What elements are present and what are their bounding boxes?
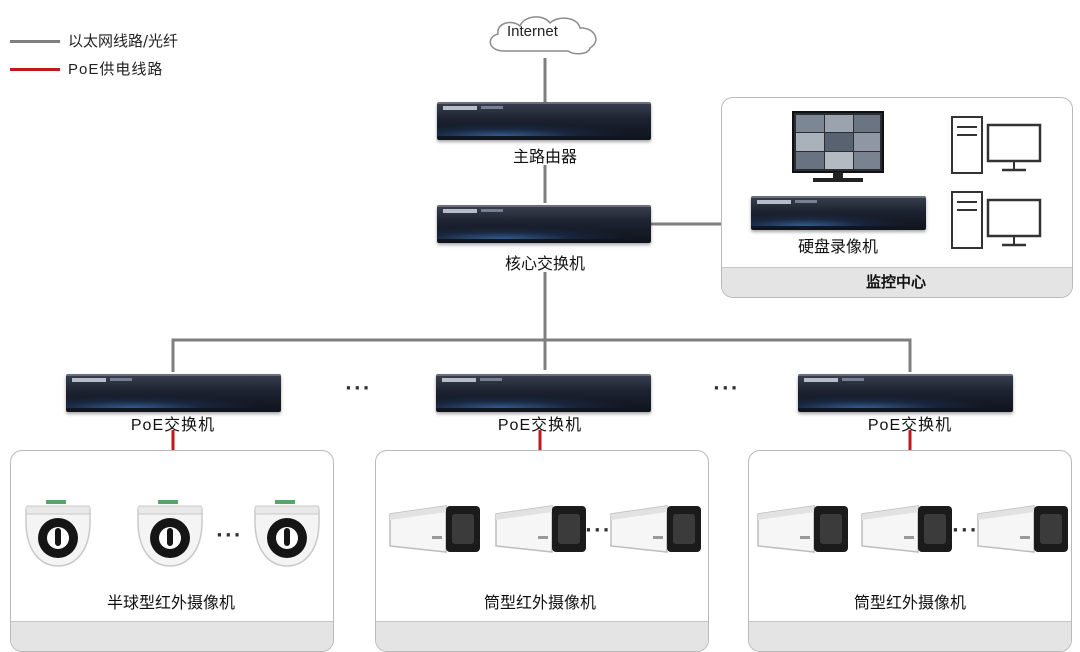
poe-switch-device-1 [66, 374, 281, 412]
bullet-camera-icon-2 [495, 505, 586, 553]
camera-group-label-3: 筒型红外摄像机 [853, 593, 966, 612]
link-distribution-bus [171, 338, 912, 372]
ellipsis-cameras-2: ··· [585, 520, 612, 541]
internet-label: Internet [507, 23, 558, 40]
poe-switch-device-2 [436, 374, 651, 412]
bullet-camera-icon-4 [757, 505, 848, 553]
monitor-center-footer [722, 267, 1072, 297]
workstation-icon-1 [951, 116, 1042, 174]
dome-camera-icon-3 [254, 500, 320, 567]
core-switch-device [437, 205, 651, 243]
camera-group-label-1: 半球型红外摄像机 [106, 593, 235, 612]
nvr-label: 硬盘录像机 [797, 237, 878, 256]
legend-ethernet-swatch [10, 40, 60, 43]
ellipsis-switches-2: ··· [713, 378, 740, 399]
poe-switch-label-1: PoE交换机 [130, 417, 216, 434]
video-wall-monitor-icon [792, 111, 884, 182]
ethernet-links [171, 58, 912, 372]
poe-switch-device-3 [798, 374, 1013, 412]
router-label: 主路由器 [512, 147, 577, 166]
nvr-device [751, 196, 926, 230]
cloud-icon [489, 16, 597, 55]
poe-switch-label-3: PoE交换机 [867, 417, 953, 434]
legend-poe-swatch [10, 68, 60, 71]
bullet-camera-icon-1 [389, 505, 480, 553]
bullet-camera-icon-3 [610, 505, 701, 553]
ellipsis-cameras-3: ··· [952, 520, 979, 541]
workstation-icon-2 [951, 191, 1042, 249]
legend-poe-label: PoE供电线路 [68, 61, 164, 78]
ellipsis-cameras-1: ··· [216, 525, 243, 546]
router-device [437, 102, 651, 140]
dome-camera-icon-1 [25, 500, 91, 567]
network-diagram: 以太网线路/光纤 PoE供电线路 Internet 主路由器 核心交换机 监控中… [10, 16, 1073, 652]
ellipsis-switches-1: ··· [345, 378, 372, 399]
dome-camera-icon-2 [137, 500, 203, 567]
bullet-camera-icon-5 [861, 505, 952, 553]
core-switch-label: 核心交换机 [504, 254, 585, 273]
poe-switch-label-2: PoE交换机 [497, 417, 583, 434]
camera-group-label-2: 筒型红外摄像机 [483, 593, 596, 612]
bullet-camera-icon-6 [977, 505, 1068, 553]
legend-ethernet-label: 以太网线路/光纤 [68, 32, 179, 50]
monitor-center-label: 监控中心 [865, 273, 926, 291]
